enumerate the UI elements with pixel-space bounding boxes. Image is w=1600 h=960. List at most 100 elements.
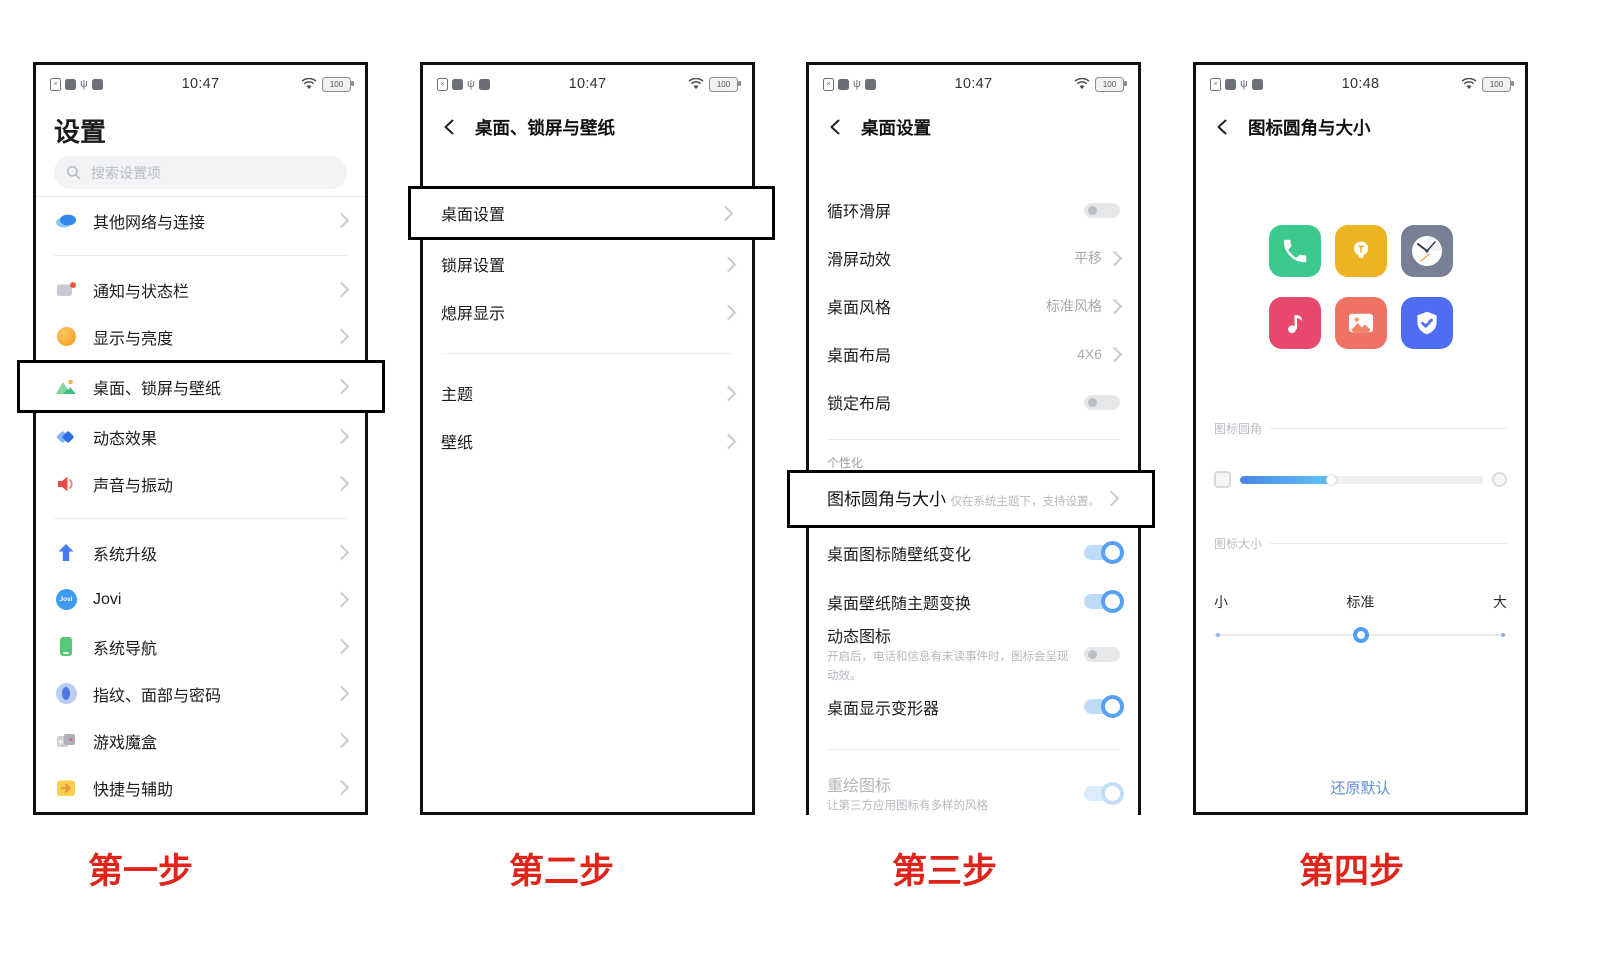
item-label: 滑屏动效 (827, 252, 892, 269)
back-button[interactable] (1214, 118, 1232, 136)
size-marks: 小 标准 大 (1196, 592, 1525, 612)
menu-item-always-on-display[interactable]: 熄屏显示 (423, 288, 752, 336)
search-icon (66, 165, 81, 180)
item-label: 桌面显示变形器 (827, 700, 940, 718)
settings-item-jovi[interactable]: Jovi Jovi (36, 576, 365, 623)
setting-row-scroll-animation[interactable]: 滑屏动效 平移 (809, 234, 1138, 282)
settings-item-game-box[interactable]: 游戏魔盒 (36, 717, 365, 764)
settings-item-system-update[interactable]: 系统升级 (36, 529, 365, 576)
menu-item-wallpaper[interactable]: 壁纸 (423, 417, 752, 465)
setting-row-lock-layout[interactable]: 锁定布局 (809, 378, 1138, 426)
no-sim-icon: × (823, 77, 834, 91)
menu-item-desktop-settings[interactable]: 桌面设置 (408, 186, 775, 240)
setting-row-dynamic-icon[interactable]: 动态图标 开启后，电话和信息有未读事件时，图标会呈现动效。 (809, 626, 1138, 682)
settings-item-display[interactable]: 显示与亮度 (36, 313, 365, 360)
setting-row-redraw-icons[interactable]: 重绘图标 让第三方应用图标有多样的风格 (809, 767, 1138, 819)
page-header-title: 桌面、锁屏与壁纸 (475, 117, 615, 138)
item-label: 声音与振动 (93, 477, 174, 495)
bulb-app-icon (1334, 225, 1387, 277)
settings-item-fingerprint[interactable]: 指纹、面部与密码 (36, 670, 365, 717)
corner-section-label: 图标圆角 (1196, 420, 1525, 437)
chevron-right-icon (333, 212, 350, 229)
system-update-icon (54, 541, 78, 565)
item-label: 桌面风格 (827, 300, 892, 317)
settings-item-dynamic-effects[interactable]: 动态效果 (36, 413, 365, 460)
wifi-icon (1074, 78, 1090, 89)
volte-icon (452, 78, 463, 90)
status-bar: × ψ 10:47 100 (36, 65, 365, 94)
security-shield-app-icon (1400, 297, 1453, 349)
toggle-on[interactable] (1084, 590, 1124, 613)
item-label: 快捷与辅助 (93, 781, 174, 799)
corner-radius-slider[interactable] (1196, 471, 1525, 488)
phone-app-icon (1268, 225, 1321, 277)
setting-row-wallpaper-follow-theme[interactable]: 桌面壁纸随主题变换 (809, 577, 1138, 626)
setting-row-desktop-transformer[interactable]: 桌面显示变形器 (809, 682, 1138, 731)
item-label: 熄屏显示 (441, 306, 506, 323)
chevron-right-icon (1106, 346, 1123, 362)
recorder-icon (864, 78, 876, 90)
item-label: 锁屏设置 (441, 258, 506, 275)
no-sim-icon: × (50, 77, 61, 91)
item-label: 桌面壁纸随主题变换 (827, 595, 972, 613)
size-mark-large: 大 (1493, 594, 1507, 610)
search-bar[interactable] (54, 156, 347, 189)
wifi-icon (688, 78, 704, 89)
settings-item-sound[interactable]: 声音与振动 (36, 460, 365, 507)
size-slider-left-dot (1216, 633, 1220, 637)
chevron-right-icon (333, 281, 350, 298)
usb-icon: ψ (80, 77, 88, 90)
toggle-off[interactable] (1084, 646, 1120, 662)
battery-icon: 100 (1482, 76, 1514, 92)
battery-icon: 100 (1095, 76, 1127, 92)
settings-item-desktop-lockscreen-wallpaper[interactable]: 桌面、锁屏与壁纸 (17, 360, 385, 413)
item-value: 平移 (1074, 250, 1102, 266)
setting-row-icon-corner-size[interactable]: 图标圆角与大小 仅在系统主题下，支持设置。 (787, 470, 1155, 528)
recorder-icon (478, 78, 490, 90)
chevron-right-icon (333, 544, 350, 561)
settings-item-notifications[interactable]: 通知与状态栏 (36, 266, 365, 313)
setting-row-loop-scroll[interactable]: 循环滑屏 (809, 186, 1138, 234)
size-slider-thumb[interactable] (1352, 627, 1369, 643)
setting-row-desktop-layout[interactable]: 桌面布局 4X6 (809, 330, 1138, 378)
wifi-icon (1461, 78, 1477, 89)
status-bar: × ψ 10:48 100 (1196, 65, 1525, 94)
settings-item-system-navigation[interactable]: 系统导航 (36, 623, 365, 670)
size-section-label: 图标大小 (1196, 535, 1525, 552)
chevron-right-icon (1106, 298, 1123, 314)
back-button[interactable] (827, 118, 845, 136)
item-label: 桌面、锁屏与壁纸 (93, 380, 222, 398)
divider (36, 196, 365, 197)
icon-size-slider[interactable] (1214, 626, 1507, 644)
jovi-icon: Jovi (54, 588, 78, 612)
toggle-on[interactable] (1084, 695, 1124, 718)
corner-slider-track[interactable] (1240, 474, 1483, 485)
toggle-off[interactable] (1084, 202, 1120, 218)
menu-item-lockscreen-settings[interactable]: 锁屏设置 (423, 240, 752, 288)
settings-item-shortcuts[interactable]: 快捷与辅助 (36, 764, 365, 811)
volte-icon (838, 78, 849, 90)
back-button[interactable] (441, 118, 459, 136)
display-brightness-icon (54, 325, 78, 349)
size-slider-right-dot (1501, 633, 1505, 637)
item-label: Jovi (93, 590, 122, 608)
chevron-right-icon (333, 475, 350, 492)
setting-row-desktop-style[interactable]: 桌面风格 标准风格 (809, 282, 1138, 330)
item-label: 重绘图标 (827, 777, 892, 795)
item-label: 动态图标 (827, 629, 892, 647)
phone-screen-step2: × ψ 10:47 100 桌面、锁屏与壁纸 桌面设置 锁屏设置 熄屏显示 主题… (408, 62, 775, 815)
toggle-on[interactable] (1084, 541, 1124, 564)
clock-time: 10:48 (1341, 76, 1380, 92)
setting-row-icon-follow-wallpaper[interactable]: 桌面图标随壁纸变化 (809, 528, 1138, 577)
item-label: 指纹、面部与密码 (93, 687, 222, 705)
caption-step3: 第三步 (891, 852, 997, 891)
notifications-icon (54, 278, 78, 302)
settings-item-network[interactable]: 其他网络与连接 (36, 197, 365, 244)
item-label: 锁定布局 (827, 396, 892, 413)
toggle-off[interactable] (1084, 394, 1120, 410)
battery-icon: 100 (322, 76, 354, 92)
restore-default-button[interactable]: 还原默认 (1330, 780, 1391, 797)
search-input[interactable] (89, 163, 335, 182)
menu-item-theme[interactable]: 主题 (423, 369, 752, 417)
corner-slider-thumb[interactable] (1326, 474, 1337, 485)
